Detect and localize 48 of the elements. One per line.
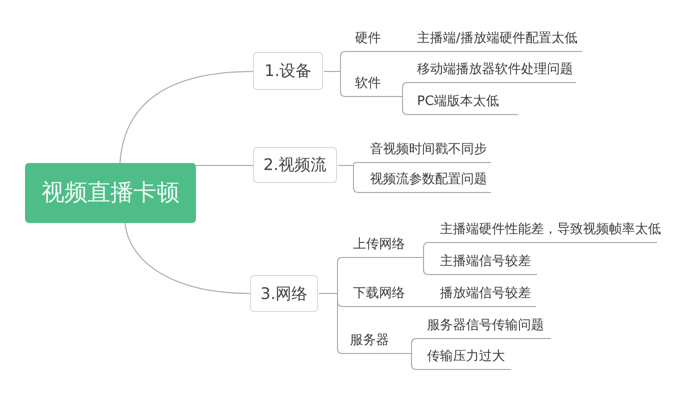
underlined-subtopic [429,253,537,275]
subtopic-label: PC端版本太低 [417,94,499,110]
subtopic-label: 软件 [355,76,381,92]
subtopic-label: 服务器 [350,333,389,349]
underlined-subtopic [359,141,491,163]
underlined-subtopic [359,171,491,193]
subtopic-label: 播放端信号较差 [440,286,531,302]
underlined-subtopic [417,348,511,370]
connector-line [396,96,408,115]
connector-line [404,353,418,370]
central-topic-box [25,163,196,223]
underlined-subtopic [430,285,536,307]
connector-line [338,165,360,193]
connector-line [324,71,346,97]
topic-box [253,147,337,183]
central-topic-label: 视频直播卡顿 [42,179,180,207]
underlined-subtopic [346,75,396,97]
subtopic-label: 音视频时间戳不同步 [370,142,487,158]
underlined-subtopic [343,285,418,307]
topic-label: 2.视频流 [263,155,327,175]
subtopic-label: 硬件 [355,31,381,47]
underlined-subtopic [408,61,576,83]
connector-line [418,306,430,307]
subtopic-label: 传输压力过大 [427,349,505,365]
topic-box [250,275,318,312]
topic-box [253,52,323,90]
underlined-subtopic [417,317,551,339]
subtopic-label: 主播端硬件性能差，导致视频帧率太低 [440,222,661,238]
underlined-subtopic [408,93,518,115]
subtopic-label: 下载网络 [353,286,405,302]
subtopic-label: 主播端/播放端硬件配置太低 [417,31,578,47]
connector-line [120,71,254,164]
connector-line [318,293,344,354]
underlined-subtopic [410,30,582,52]
connector-line [418,257,430,275]
connector-line [196,165,254,166]
subtopic-label: 主播端信号较差 [440,254,531,270]
subtopic-label: 上传网络 [353,237,405,253]
underlined-subtopic [346,30,396,52]
subtopic-label: 移动端播放器软件处理问题 [417,62,573,78]
underlined-subtopic [343,236,418,258]
topic-label: 1.设备 [264,61,312,81]
subtopic-label: 服务器信号传输问题 [427,318,544,334]
connector-line [124,222,250,294]
underlined-subtopic [343,332,405,354]
topic-label: 3.网络 [260,284,308,304]
subtopic-label: 视频流参数配置问题 [370,172,487,188]
connector-line [396,51,410,52]
